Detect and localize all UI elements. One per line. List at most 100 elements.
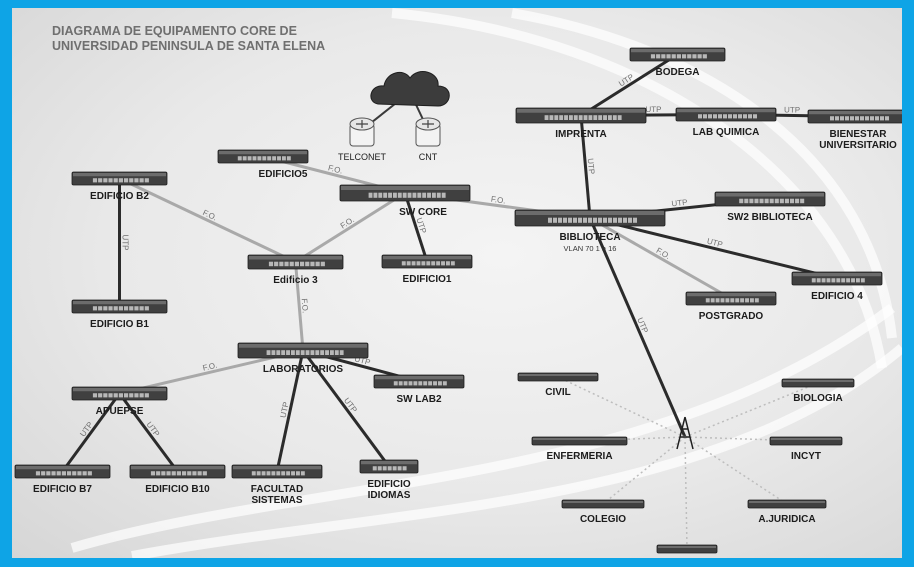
switch-port — [139, 306, 144, 311]
switch-port — [860, 116, 864, 121]
switch-port — [573, 217, 577, 223]
switch-port — [740, 298, 745, 303]
switch-top-face — [749, 501, 825, 503]
switch-port — [113, 178, 118, 183]
switch-port — [289, 261, 294, 267]
switch-port — [129, 178, 134, 183]
switch-port — [35, 471, 41, 476]
switch-port — [845, 116, 849, 121]
switch-port — [713, 114, 717, 119]
link-edificiob2-edificio3 — [118, 177, 297, 264]
switch-port — [123, 393, 129, 398]
switch-top-face — [375, 376, 463, 380]
switch-top-face — [716, 193, 824, 197]
switch-port — [450, 261, 455, 266]
link-biblioteca-tower — [588, 217, 687, 438]
switch-port — [603, 217, 607, 223]
switch-port — [628, 217, 632, 223]
link-biblioteca-postgrado — [589, 216, 732, 300]
switch-port — [573, 115, 578, 120]
switch-port — [733, 114, 737, 119]
switch-port — [403, 381, 408, 386]
switch-port — [56, 471, 61, 476]
switch-port — [850, 116, 854, 121]
switch-port — [433, 381, 437, 386]
link-medium-label: UTP — [671, 198, 688, 209]
switch-top-face — [809, 111, 902, 115]
title-line-2: UNIVERSIDAD PENINSULA DE SANTA ELENA — [52, 39, 326, 53]
switch-port — [855, 278, 860, 283]
switch-port — [851, 278, 855, 283]
switch-port — [281, 156, 286, 161]
link-imprenta-biblioteca — [579, 115, 592, 219]
switch-port — [671, 54, 676, 59]
switch-port — [692, 54, 697, 59]
switch-port — [252, 156, 257, 161]
switch-port — [618, 217, 622, 223]
switch-port — [698, 114, 702, 119]
switch-top-face — [658, 546, 716, 548]
switch-port — [377, 466, 382, 471]
switch-port — [603, 115, 607, 120]
switch-top-face — [73, 301, 166, 305]
switch-port — [277, 156, 281, 161]
link-medium-label: UTP — [784, 105, 800, 114]
switch-port — [144, 178, 149, 183]
link-laboratorios-facultad — [275, 350, 305, 472]
switch-port — [87, 471, 92, 476]
switch-port — [702, 54, 707, 59]
switch-port — [718, 114, 722, 119]
switch-port — [730, 298, 735, 303]
node-label: EDIFICIO B2 — [90, 191, 149, 202]
switch-port — [544, 115, 549, 120]
switch-port — [608, 217, 612, 223]
switch-port — [294, 261, 299, 267]
switch-top-face — [239, 344, 367, 348]
switch-port — [436, 261, 441, 266]
switch-port — [271, 471, 276, 476]
switch-port — [139, 393, 144, 398]
switch-top-face — [563, 501, 643, 503]
switch-port — [431, 192, 436, 198]
switch-port — [300, 350, 305, 355]
switch-port — [237, 156, 242, 161]
switch-port — [568, 217, 572, 223]
switch-port — [885, 116, 889, 121]
switch-port — [247, 156, 252, 161]
switch-port — [650, 54, 656, 59]
node-label: LAB QUIMICA — [693, 127, 760, 138]
node-tower — [676, 416, 694, 450]
node-label: BIBLIOTECA — [559, 232, 620, 243]
switch-port — [129, 306, 134, 311]
switch-port — [305, 350, 310, 355]
switch-port — [41, 471, 46, 476]
switch-port — [441, 192, 446, 198]
switch-top-face — [383, 256, 471, 260]
link-medium-label: F.O. — [202, 361, 218, 373]
switch-port — [103, 178, 108, 183]
link-laboratorios-idiomas — [301, 349, 391, 468]
node-label: EDIFICIO — [367, 479, 411, 490]
switch-port — [437, 381, 442, 386]
antenna-tower-icon — [676, 416, 694, 450]
node-label: ENFERMERIA — [546, 451, 612, 462]
node-label: EDIFICIO B1 — [90, 319, 149, 330]
switch-port — [276, 471, 281, 476]
link-biblioteca-edificio4 — [589, 216, 838, 280]
node-edificiob1: EDIFICIO B1 — [71, 299, 168, 330]
node-lab789: LAB789 — [656, 544, 718, 554]
switch-port — [274, 261, 279, 267]
switch-port — [134, 178, 139, 183]
switch-port — [267, 156, 272, 161]
node-label: FACULTAD — [251, 484, 303, 495]
switch-port — [398, 381, 403, 386]
switch-port — [598, 217, 602, 223]
switch-port — [710, 298, 715, 303]
switch-port — [113, 393, 118, 398]
switch-port — [411, 261, 416, 266]
router-label: TELCONET — [338, 152, 387, 162]
node-label: IMPRENTA — [555, 129, 606, 140]
switch-port — [161, 471, 166, 476]
node-swlab2: SW LAB2 — [373, 374, 465, 405]
